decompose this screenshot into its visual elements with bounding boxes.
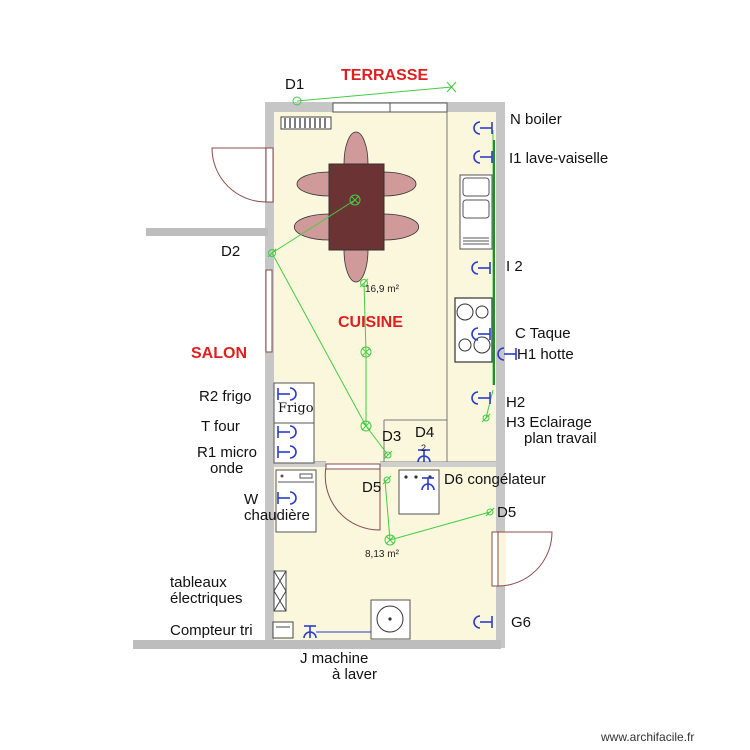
label-tableaux-line1: tableaux bbox=[170, 574, 227, 591]
room-salon: SALON bbox=[191, 345, 247, 362]
electrical-panel bbox=[273, 570, 287, 612]
label-d4-mark: 2 bbox=[421, 443, 426, 453]
washing-machine bbox=[370, 599, 411, 640]
label-h3-line1: H3 Eclairage bbox=[506, 414, 592, 431]
label-d2: D2 bbox=[221, 243, 240, 260]
area-back-room: 8,13 m² bbox=[365, 549, 400, 560]
light-d2-switch bbox=[267, 248, 277, 258]
socket-w bbox=[277, 491, 297, 505]
area-kitchen: 16,9 m² bbox=[365, 284, 400, 295]
socket-i1 bbox=[473, 150, 493, 164]
room-cuisine: CUISINE bbox=[338, 314, 403, 331]
label-t-four: T four bbox=[201, 418, 240, 435]
label-i2: I 2 bbox=[506, 258, 523, 275]
socket-g6 bbox=[473, 615, 493, 629]
light-table bbox=[349, 194, 361, 206]
socket-d6 bbox=[421, 477, 435, 491]
fridge-label: Frigo bbox=[278, 401, 314, 416]
label-c-taque: C Taque bbox=[515, 325, 571, 342]
socket-j bbox=[303, 625, 317, 639]
counter bbox=[459, 174, 493, 250]
door-back-room bbox=[324, 463, 381, 531]
door-top-left bbox=[211, 147, 274, 203]
door-right bbox=[491, 531, 553, 587]
light-d5-switch bbox=[382, 475, 392, 485]
label-d5-left: D5 bbox=[362, 479, 381, 496]
label-d4: D4 bbox=[415, 424, 434, 441]
label-h3-line2: plan travail bbox=[524, 430, 597, 447]
socket-t-four bbox=[277, 425, 297, 439]
light-h3-switch bbox=[481, 413, 491, 423]
radiator bbox=[280, 116, 332, 130]
label-w-line1: W bbox=[244, 491, 259, 508]
light-d3-switch bbox=[383, 450, 393, 460]
light-kitchen-2 bbox=[360, 346, 372, 358]
socket-d4 bbox=[417, 449, 431, 463]
socket-n-boiler bbox=[473, 121, 493, 135]
label-r1-line1: R1 micro bbox=[197, 444, 257, 461]
label-r1-line2: onde bbox=[210, 460, 243, 477]
socket-r1 bbox=[277, 445, 297, 459]
light-d1 bbox=[292, 96, 302, 106]
door-salon bbox=[265, 269, 273, 353]
label-n-boiler: N boiler bbox=[510, 111, 562, 128]
freezer bbox=[398, 469, 440, 515]
label-d6: D6 congélateur bbox=[444, 471, 546, 488]
label-i1: I1 lave-vaiselle bbox=[509, 150, 608, 167]
label-d5-right: D5 bbox=[497, 504, 516, 521]
socket-c-taque bbox=[471, 327, 491, 341]
label-w-line2: chaudière bbox=[244, 507, 310, 524]
room-terrasse: TERRASSE bbox=[341, 67, 428, 84]
label-d3: D3 bbox=[382, 428, 401, 445]
watermark: www.archifacile.fr bbox=[600, 730, 694, 744]
light-d1-switch bbox=[446, 81, 457, 93]
terrace-window bbox=[332, 102, 448, 113]
light-kitchen-center bbox=[359, 278, 369, 288]
light-kitchen-3 bbox=[360, 420, 372, 432]
light-d5-right-switch bbox=[485, 507, 495, 517]
label-j-line2: à laver bbox=[332, 666, 377, 683]
label-j-line1: J machine bbox=[300, 650, 368, 667]
light-back-room bbox=[384, 534, 396, 546]
socket-r2 bbox=[277, 387, 297, 401]
label-compteur: Compteur tri bbox=[170, 622, 253, 639]
socket-h2 bbox=[471, 391, 491, 405]
label-h1: H1 hotte bbox=[517, 346, 574, 363]
label-tableaux-line2: électriques bbox=[170, 590, 243, 607]
meter bbox=[272, 621, 294, 639]
label-g6: G6 bbox=[511, 614, 531, 631]
label-r2: R2 frigo bbox=[199, 388, 252, 405]
socket-h1 bbox=[497, 347, 517, 361]
label-d1: D1 bbox=[285, 76, 304, 93]
socket-i2 bbox=[471, 261, 491, 275]
label-h2: H2 bbox=[506, 394, 525, 411]
